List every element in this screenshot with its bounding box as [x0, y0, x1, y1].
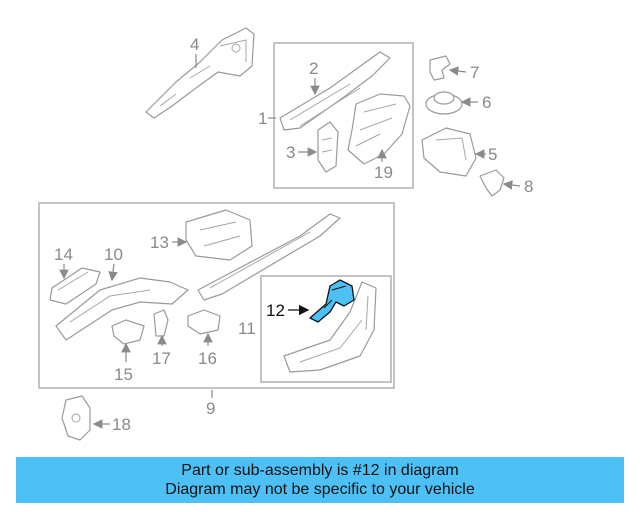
callout-1: 1: [258, 109, 267, 128]
callout-15: 15: [114, 365, 133, 384]
callout-5: 5: [488, 145, 497, 164]
group-box-1: [273, 42, 414, 189]
group-box-9: [38, 202, 395, 389]
callout-3: 3: [286, 143, 295, 162]
part-11: [283, 281, 377, 373]
callout-16: 16: [198, 349, 217, 368]
part-17: [153, 309, 169, 337]
callout-4: 4: [190, 35, 199, 54]
callout-17: 17: [152, 349, 171, 368]
callout-10: 10: [104, 245, 123, 264]
callout-8: 8: [524, 177, 533, 196]
callout-2: 2: [309, 59, 318, 78]
part-12-highlight: [309, 279, 355, 323]
banner-line-2: Diagram may not be specific to your vehi…: [165, 481, 475, 498]
callout-14: 14: [54, 245, 73, 264]
callout-11: 11: [238, 319, 256, 338]
part-4: [145, 27, 255, 119]
part-rail: [197, 213, 341, 301]
part-18: [61, 395, 91, 441]
part-3: [317, 121, 339, 173]
callout-12: 12: [266, 301, 285, 320]
callout-13: 13: [150, 233, 169, 252]
part-10: [55, 277, 189, 341]
info-banner: Part or sub-assembly is #12 in diagram D…: [16, 457, 624, 503]
part-2: [279, 51, 391, 131]
callout-6: 6: [482, 93, 491, 112]
callout-9: 9: [206, 399, 215, 418]
part-8: [479, 169, 505, 197]
part-6: [425, 91, 463, 115]
part-19: [347, 93, 411, 165]
part-15: [111, 319, 145, 345]
part-5: [421, 127, 477, 177]
group-box-11: [260, 275, 392, 383]
callout-7: 7: [470, 63, 479, 82]
part-14: [49, 267, 101, 305]
banner-line-1: Part or sub-assembly is #12 in diagram: [181, 462, 459, 479]
part-16: [187, 309, 221, 335]
callout-18: 18: [112, 415, 131, 434]
part-13: [185, 209, 253, 261]
part-7: [429, 55, 451, 81]
callout-19: 19: [374, 163, 393, 182]
